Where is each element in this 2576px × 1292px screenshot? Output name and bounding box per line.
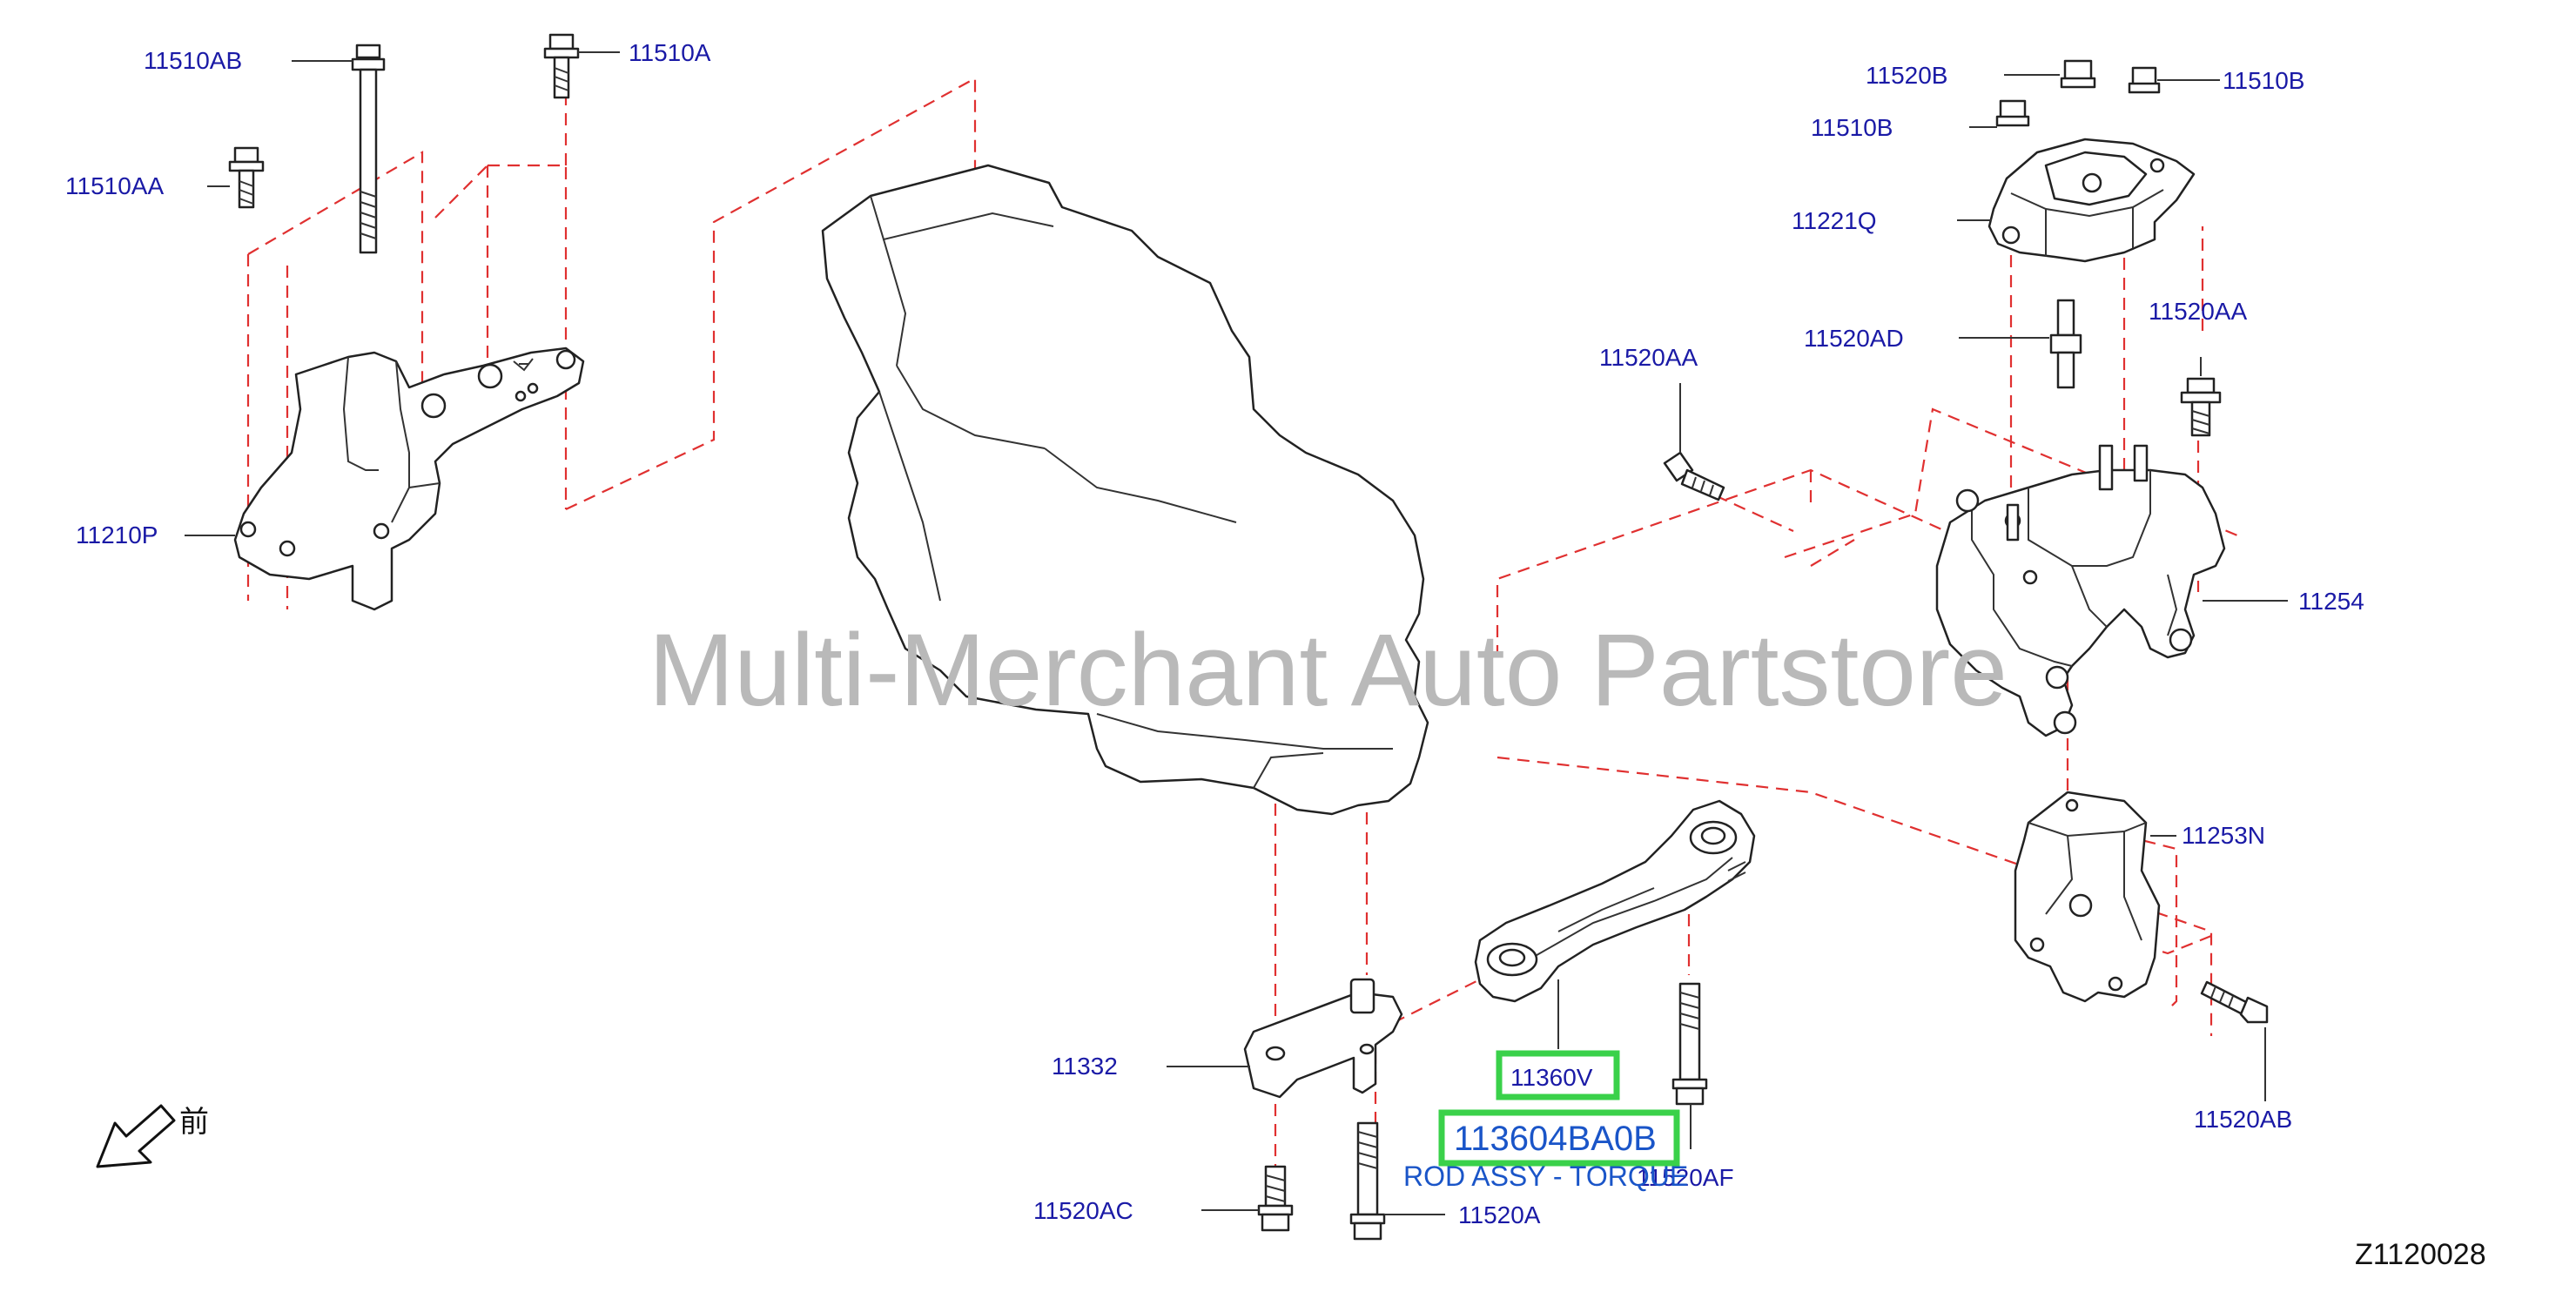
diagram-reference: Z1120028 — [2355, 1238, 2486, 1271]
callout-11520AC[interactable]: 11520AC — [1033, 1197, 1133, 1224]
front-symbol: 前 — [179, 1106, 209, 1139]
highlight-description: ROD ASSY - TORQUE — [1403, 1161, 1688, 1192]
leader-lines — [185, 51, 2288, 1215]
callout-11520AA-right[interactable]: 11520AA — [2149, 298, 2247, 325]
highlight-box-small — [1496, 1050, 1620, 1100]
callout-11520AF[interactable]: 11520AF — [1637, 1164, 1734, 1191]
callout-11510B-top[interactable]: 11510B — [2223, 67, 2304, 94]
callout-11254[interactable]: 11254 — [2298, 588, 2364, 615]
callout-11520B[interactable]: 11520B — [1866, 62, 1947, 89]
highlighted-part: 11360V 113604BA0B ROD ASSY - TORQUE — [1403, 1050, 1688, 1192]
callout-11520AB[interactable]: 11520AB — [2194, 1106, 2292, 1133]
mount-11253N — [2014, 791, 2269, 1024]
callout-11510AA[interactable]: 11510AA — [65, 172, 164, 199]
callout-11510A[interactable]: 11510A — [629, 39, 711, 66]
callout-11332[interactable]: 11332 — [1052, 1053, 1118, 1080]
front-indicator: 前 — [96, 1104, 209, 1168]
front-arrow-icon — [96, 1104, 176, 1168]
engine-block — [821, 164, 1429, 816]
callout-11210P[interactable]: 11210P — [76, 522, 158, 548]
lower-bolts — [1257, 982, 1708, 1241]
callout-11253N[interactable]: 11253N — [2182, 822, 2265, 849]
callout-11520A[interactable]: 11520A — [1458, 1201, 1541, 1228]
bracket-11254 — [1935, 444, 2226, 737]
callout-11520AD[interactable]: 11520AD — [1804, 325, 1904, 352]
callout-11510B-left[interactable]: 11510B — [1811, 114, 1893, 141]
callout-11520AA-left[interactable]: 11520AA — [1599, 344, 1698, 371]
watermark: Multi-Merchant Auto Partstore — [649, 613, 2008, 728]
bracket-11332 — [1243, 978, 1403, 1099]
torque-rod-11360V — [1474, 799, 1756, 1003]
callout-labels: 11510AB 11510A 11510AA 11210P 11520B 115… — [65, 39, 2364, 1228]
callout-11221Q[interactable]: 11221Q — [1792, 207, 1877, 234]
callout-11510AB[interactable]: 11510AB — [144, 47, 242, 74]
highlight-small-code[interactable]: 11360V — [1510, 1064, 1593, 1091]
highlight-part-number[interactable]: 113604BA0B — [1454, 1120, 1657, 1158]
mount-11221Q-assembly — [1663, 59, 2222, 501]
highlight-box-part-number — [1438, 1109, 1680, 1167]
bracket-11210P-assembly — [228, 33, 585, 611]
